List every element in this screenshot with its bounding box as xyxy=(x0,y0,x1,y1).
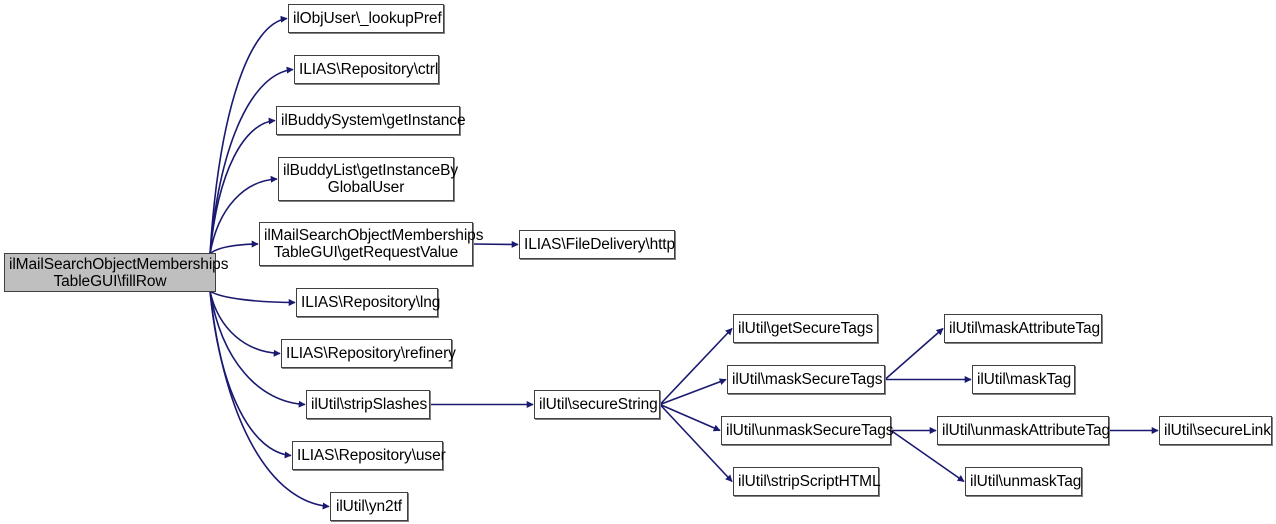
graph-node-http[interactable]: ILIAS\FileDelivery\http xyxy=(519,230,675,259)
graph-edge-getRequestValue-to-http xyxy=(472,240,519,248)
graph-node-getRequestValue[interactable]: ilMailSearchObjectMemberships TableGUI\g… xyxy=(259,222,484,266)
graph-node-label: ilUtil\unmaskSecureTags xyxy=(726,422,894,439)
graph-edge-secureString-to-unmaskSecureTags xyxy=(659,403,721,432)
graph-node-yn2tf[interactable]: ilUtil\yn2tf xyxy=(330,492,408,521)
graph-node-label: ilUtil\secureLink xyxy=(1164,422,1271,439)
graph-node-label: ILIAS\FileDelivery\http xyxy=(524,236,676,253)
graph-edge-root-to-lookupPref xyxy=(209,15,288,255)
graph-node-unmaskSecureTags[interactable]: ilUtil\unmaskSecureTags xyxy=(721,416,894,445)
graph-node-getInstanceByGlobal[interactable]: ilBuddyList\getInstanceBy GlobalUser xyxy=(278,157,458,201)
graph-node-stripScriptHTML[interactable]: ilUtil\stripScriptHTML xyxy=(733,467,881,496)
graph-edge-secureString-to-getSecureTags xyxy=(659,327,733,406)
graph-node-label: ilMailSearchObjectMemberships TableGUI\g… xyxy=(264,227,484,261)
graph-edge-root-to-lng xyxy=(209,290,296,306)
graph-edge-root-to-getRequestValue xyxy=(209,240,259,255)
graph-node-getInstance[interactable]: ilBuddySystem\getInstance xyxy=(276,106,466,135)
graph-node-label: ilUtil\yn2tf xyxy=(336,498,402,515)
graph-node-label: ilUtil\secureString xyxy=(539,396,658,413)
graph-node-label: ilMailSearchObjectMemberships TableGUI\f… xyxy=(9,255,229,290)
graph-node-maskTag[interactable]: ilUtil\maskTag xyxy=(972,365,1075,394)
graph-node-label: ILIAS\Repository\ctrl xyxy=(299,61,439,78)
graph-node-stripSlashes[interactable]: ilUtil\stripSlashes xyxy=(306,390,430,419)
graph-edge-root-to-refinery xyxy=(209,290,281,357)
graph-edge-secureString-to-maskSecureTags xyxy=(659,378,727,406)
graph-node-lng[interactable]: ILIAS\Repository\lng xyxy=(296,288,441,317)
graph-node-label: ilUtil\stripScriptHTML xyxy=(738,473,881,490)
graph-node-label: ILIAS\Repository\refinery xyxy=(286,345,456,362)
graph-edge-root-to-user xyxy=(209,290,292,459)
graph-node-label: ilUtil\unmaskAttributeTag xyxy=(942,422,1111,439)
graph-node-label: ilUtil\getSecureTags xyxy=(738,320,873,337)
graph-node-label: ilBuddyList\getInstanceBy GlobalUser xyxy=(283,162,458,196)
graph-node-label: ilBuddySystem\getInstance xyxy=(281,112,466,129)
graph-node-getSecureTags[interactable]: ilUtil\getSecureTags xyxy=(733,314,878,343)
graph-node-label: ILIAS\Repository\lng xyxy=(301,294,441,311)
graph-node-label: ilUtil\maskSecureTags xyxy=(732,371,883,388)
graph-node-ctrl[interactable]: ILIAS\Repository\ctrl xyxy=(294,55,439,84)
graph-node-maskSecureTags[interactable]: ilUtil\maskSecureTags xyxy=(727,365,885,394)
graph-node-label: ilObjUser\_lookupPref xyxy=(293,10,442,27)
graph-node-lookupPref[interactable]: ilObjUser\_lookupPref xyxy=(288,4,444,33)
graph-node-secureString[interactable]: ilUtil\secureString xyxy=(534,390,660,419)
graph-node-user[interactable]: ILIAS\Repository\user xyxy=(292,441,446,470)
graph-node-unmaskTag[interactable]: ilUtil\unmaskTag xyxy=(965,467,1082,496)
graph-node-label: ILIAS\Repository\user xyxy=(297,447,446,464)
graph-node-refinery[interactable]: ILIAS\Repository\refinery xyxy=(281,339,456,368)
graph-edge-maskSecureTags-to-maskAttributeTag xyxy=(884,327,944,381)
graph-node-label: ilUtil\unmaskTag xyxy=(970,473,1082,490)
graph-node-secureLink[interactable]: ilUtil\secureLink xyxy=(1159,416,1272,445)
graph-node-label: ilUtil\stripSlashes xyxy=(311,396,428,413)
graph-node-maskAttributeTag[interactable]: ilUtil\maskAttributeTag xyxy=(944,314,1102,343)
graph-node-label: ilUtil\maskTag xyxy=(977,371,1072,388)
graph-node-unmaskAttributeTag[interactable]: ilUtil\unmaskAttributeTag xyxy=(937,416,1111,445)
graph-node-root[interactable]: ilMailSearchObjectMemberships TableGUI\f… xyxy=(4,253,229,292)
graph-node-label: ilUtil\maskAttributeTag xyxy=(949,320,1101,337)
